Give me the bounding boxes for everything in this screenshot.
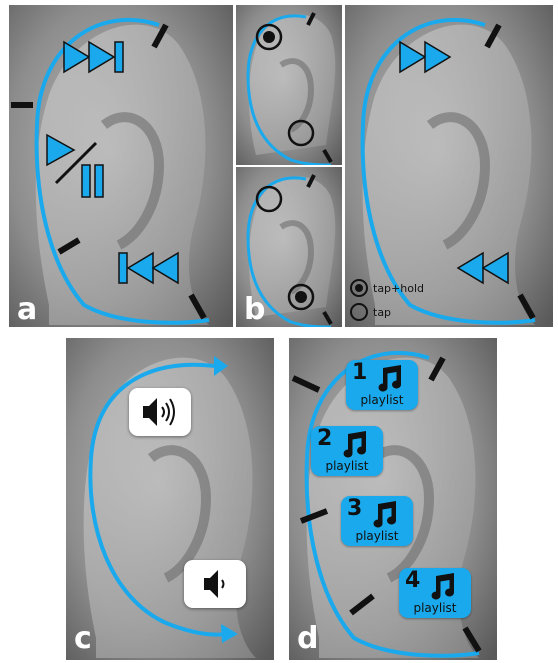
playlist-number: 4 <box>405 570 420 592</box>
panel-label-d: d <box>297 624 318 654</box>
music-note-icon <box>374 363 404 393</box>
legend-tap-label: tap <box>373 307 391 318</box>
volume-up-tile <box>129 388 191 436</box>
playlist-tile-1[interactable]: 1 playlist <box>346 360 418 410</box>
panel-c: c <box>66 338 274 660</box>
music-note-icon <box>427 571 457 601</box>
music-note-icon <box>339 429 369 459</box>
volume-down-icon <box>184 560 246 608</box>
playlist-label: playlist <box>399 602 471 614</box>
panel-label-a: a <box>17 295 37 325</box>
panel-b-top <box>236 5 342 165</box>
playlist-number: 2 <box>317 428 332 450</box>
panel-label-c: c <box>74 624 92 654</box>
volume-down-tile <box>184 560 246 608</box>
playlist-label: playlist <box>311 460 383 472</box>
playlist-tile-3[interactable]: 3 playlist <box>341 496 413 546</box>
playlist-label: playlist <box>346 394 418 406</box>
music-note-icon <box>369 499 399 529</box>
panel-b-bottom: b <box>236 167 342 327</box>
legend-tap-hold-label: tap+hold <box>373 283 424 294</box>
panel-label-b: b <box>244 295 265 325</box>
panel-b-right: tap+hold tap <box>345 5 553 327</box>
playlist-tile-2[interactable]: 2 playlist <box>311 426 383 476</box>
playlist-tile-4[interactable]: 4 playlist <box>399 568 471 618</box>
ear-photo-b1 <box>236 5 342 165</box>
playlist-label: playlist <box>341 530 413 542</box>
panel-a: a <box>9 5 233 327</box>
ear-photo-a <box>9 5 233 327</box>
ear-photo-c <box>66 338 274 660</box>
playlist-number: 3 <box>347 498 362 520</box>
panel-d: 1 playlist 2 playlist 3 playlist 4 playl… <box>289 338 497 660</box>
volume-up-icon <box>129 388 191 436</box>
playlist-number: 1 <box>352 362 367 384</box>
ear-photo-b3 <box>345 5 553 327</box>
